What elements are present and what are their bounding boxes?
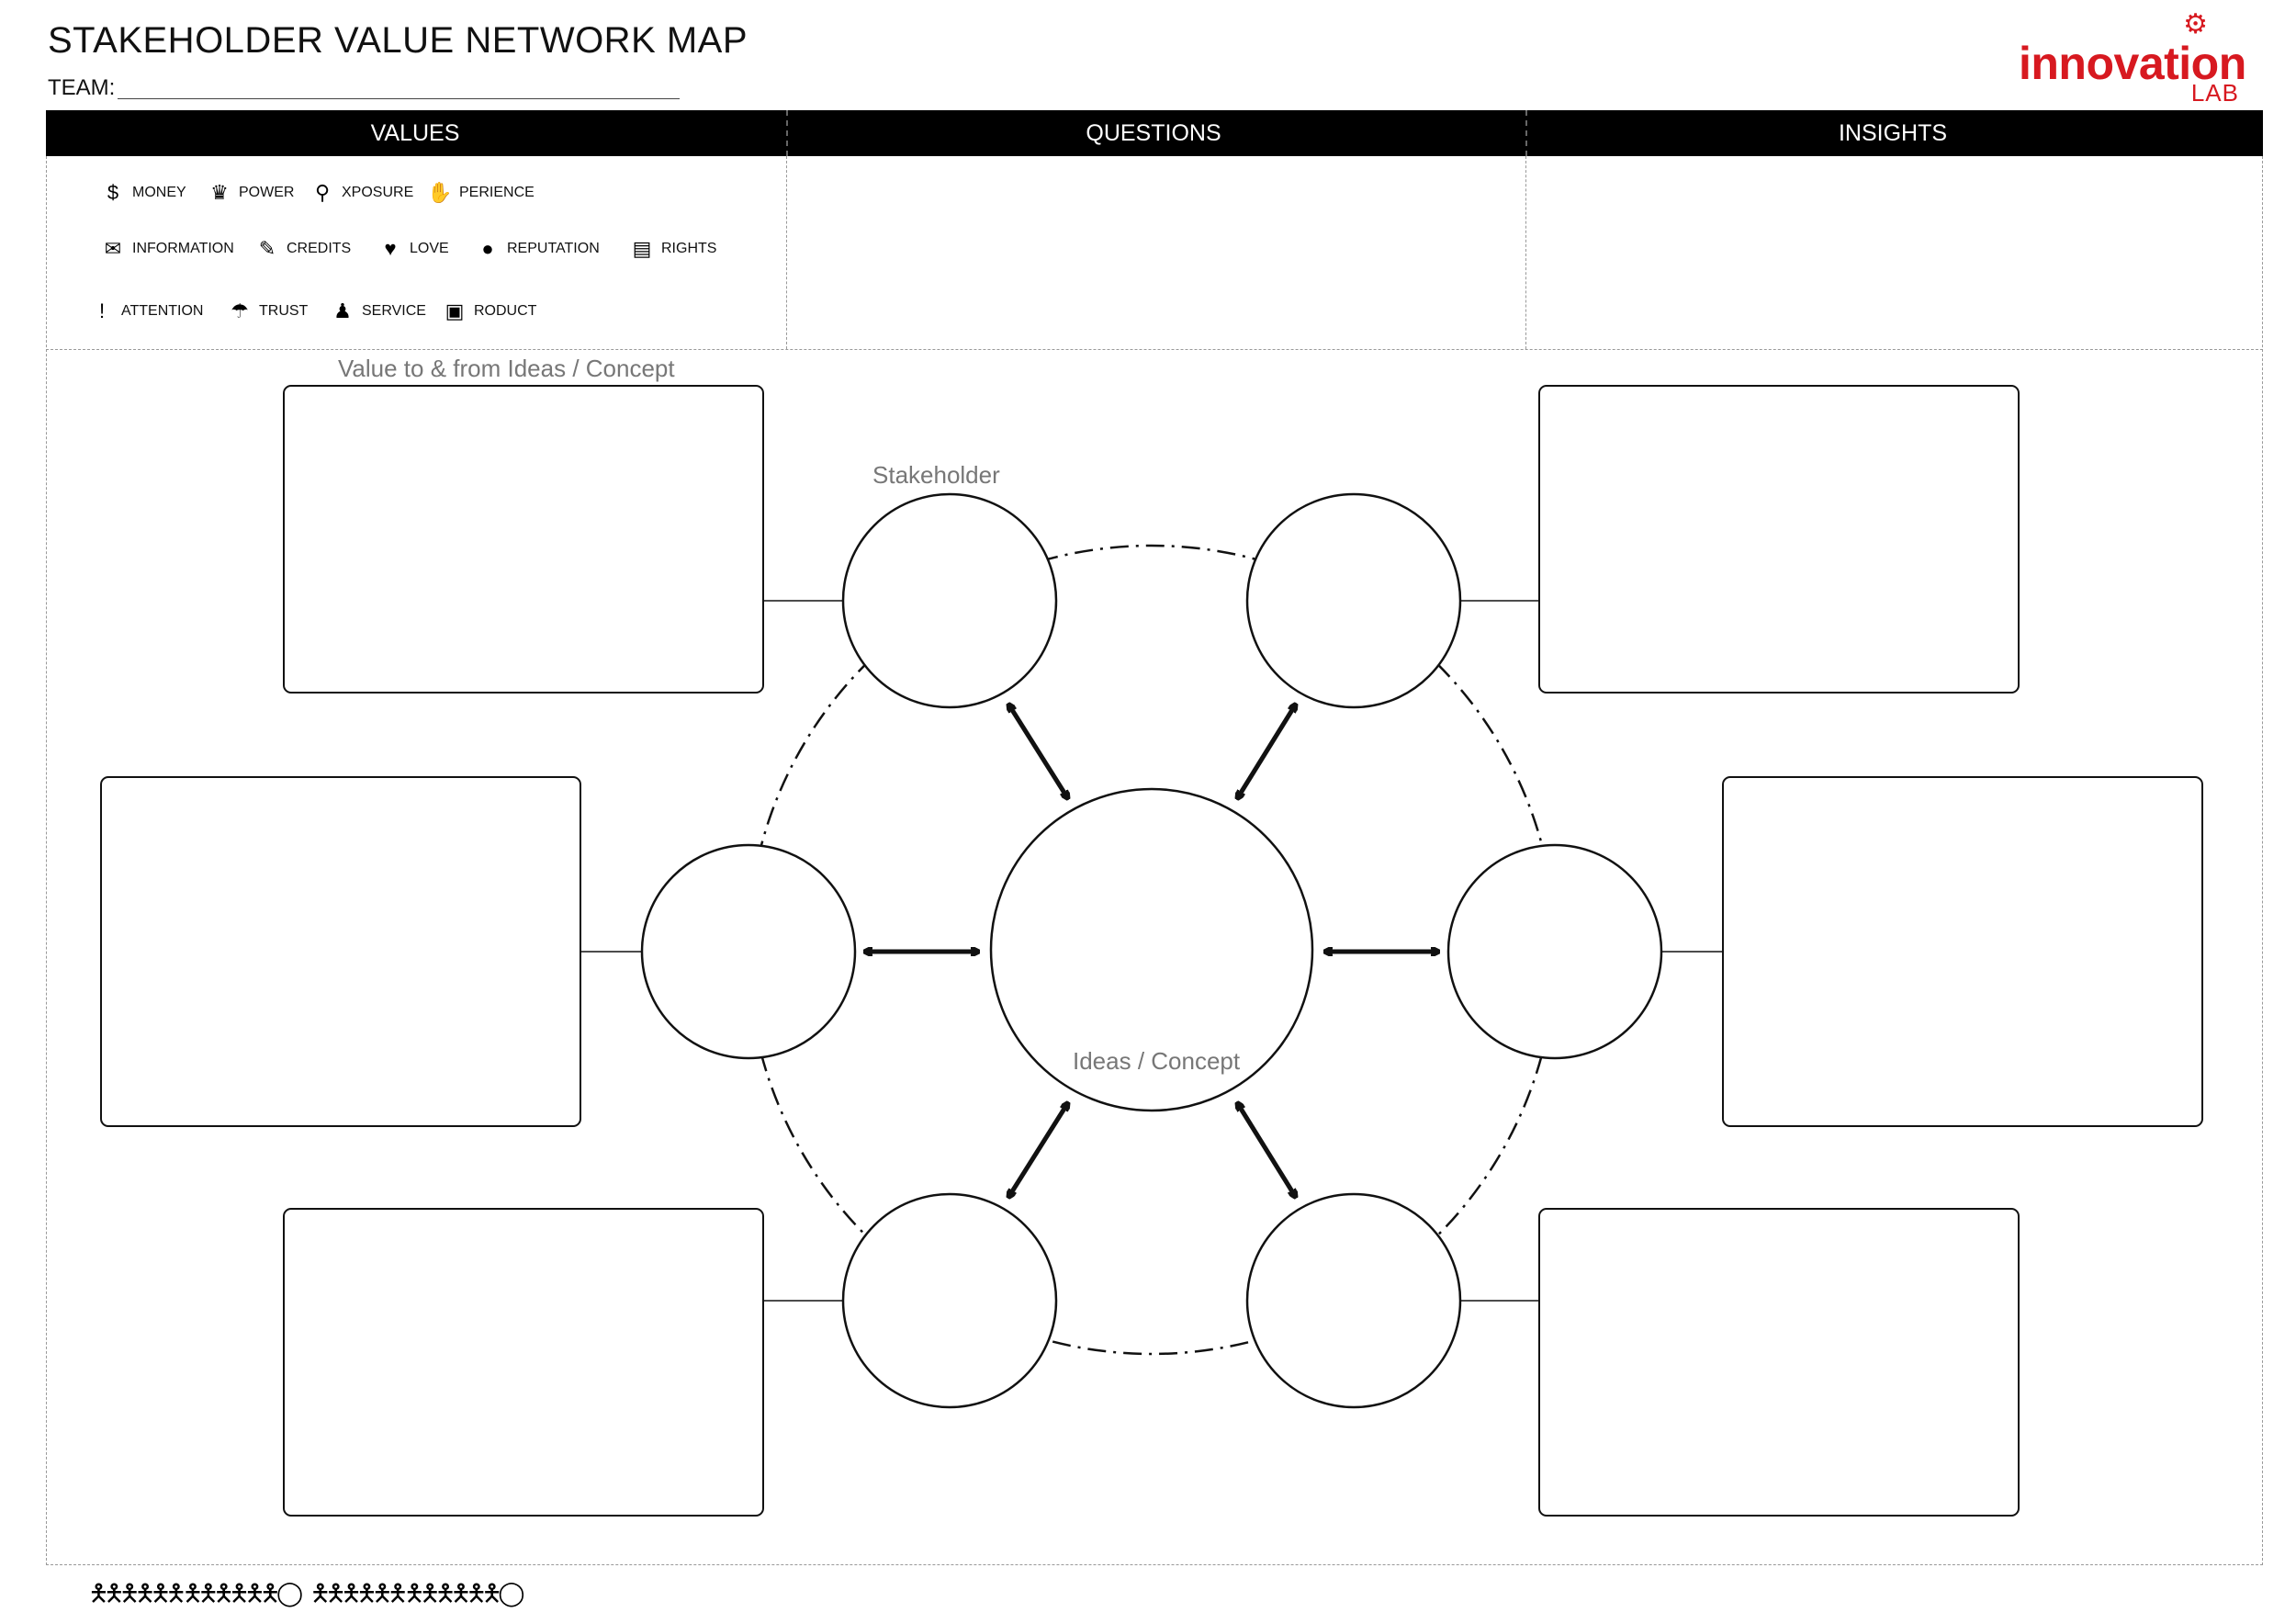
value-service: ♟SERVICE bbox=[327, 299, 426, 323]
product-icon: ▣ bbox=[445, 299, 465, 322]
double-arrow bbox=[1009, 705, 1067, 797]
info-section-divider bbox=[46, 349, 2263, 350]
rights-icon: ▤ bbox=[632, 237, 652, 260]
value-love: ♥LOVE bbox=[375, 237, 448, 261]
love-icon: ♥ bbox=[384, 237, 397, 260]
value-box-bottom-right[interactable] bbox=[1538, 1208, 2020, 1517]
double-arrow bbox=[1009, 1104, 1067, 1196]
reputation-icon: ● bbox=[481, 237, 494, 260]
value-money: $MONEY bbox=[97, 181, 186, 205]
double-arrow bbox=[1238, 705, 1295, 797]
power-icon: ♛ bbox=[210, 181, 229, 204]
trust-icon: ☂ bbox=[231, 299, 249, 322]
value-rights: ▤RIGHTS bbox=[626, 237, 717, 261]
stakeholder-circle[interactable] bbox=[1245, 492, 1462, 709]
exposure-icon: ⚲ bbox=[314, 181, 331, 204]
value-box-top-right[interactable] bbox=[1538, 385, 2020, 694]
stakeholder-label: Stakeholder bbox=[872, 461, 1000, 489]
people-group-icon: 🯅🯅🯅🯅🯅🯅 🯅🯅🯅🯅🯅🯅 bbox=[88, 1579, 281, 1607]
information-icon: ✉ bbox=[104, 237, 122, 260]
column-divider bbox=[786, 156, 787, 349]
column-divider bbox=[1525, 156, 1526, 349]
experience-icon: ✋ bbox=[427, 181, 453, 204]
stakeholder-circle[interactable] bbox=[841, 1192, 1058, 1409]
logo-sub: LAB bbox=[2190, 79, 2239, 107]
stakeholder-circle[interactable] bbox=[1245, 1192, 1462, 1409]
page-title: STAKEHOLDER VALUE NETWORK MAP bbox=[48, 20, 748, 61]
people-group-icon: 🯅🯅🯅🯅🯅🯅 🯅🯅🯅🯅🯅🯅 bbox=[310, 1579, 502, 1607]
stakeholder-circle[interactable] bbox=[1446, 843, 1663, 1060]
column-header-insights: INSIGHTS bbox=[1838, 120, 1948, 146]
double-arrow bbox=[1238, 1104, 1295, 1196]
value-box-mid-left[interactable] bbox=[100, 776, 581, 1127]
value-box-bottom-left[interactable] bbox=[283, 1208, 764, 1517]
team-label: TEAM: bbox=[48, 75, 116, 100]
value-box-mid-right[interactable] bbox=[1722, 776, 2203, 1127]
value-credits: ✎CREDITS bbox=[252, 237, 351, 261]
ideas-concept-label: Ideas / Concept bbox=[1073, 1047, 1241, 1075]
stakeholder-circle[interactable] bbox=[841, 492, 1058, 709]
header-divider bbox=[1525, 110, 1527, 156]
column-header-questions: QUESTIONS bbox=[1086, 120, 1221, 146]
ideas-concept-circle[interactable] bbox=[989, 787, 1314, 1112]
lightbulb-icon: ◯ bbox=[498, 1579, 525, 1607]
value-box-top-left[interactable] bbox=[283, 385, 764, 694]
gear-icon: ⚙ bbox=[2183, 9, 2208, 39]
team-input-line[interactable] bbox=[118, 98, 680, 99]
box-caption: Value to & from Ideas / Concept bbox=[338, 355, 675, 382]
header-divider bbox=[786, 110, 788, 156]
value-attention: !ATTENTION bbox=[86, 299, 204, 323]
lightbulb-icon: ◯ bbox=[276, 1579, 310, 1607]
value-reputation: ●REPUTATION bbox=[472, 237, 599, 261]
credits-icon: ✎ bbox=[258, 237, 276, 260]
logo-wordmark: innovation bbox=[2019, 38, 2246, 89]
value-product: ▣RODUCT bbox=[439, 299, 537, 323]
innovation-lab-logo: ⚙ innovation LAB bbox=[2019, 11, 2267, 107]
column-header-bar: VALUES QUESTIONS INSIGHTS bbox=[46, 110, 2263, 156]
value-power: ♛POWER bbox=[204, 181, 294, 205]
stakeholder-circle[interactable] bbox=[640, 843, 857, 1060]
service-icon: ♟ bbox=[333, 299, 352, 322]
attention-icon: ! bbox=[98, 299, 106, 322]
column-header-values: VALUES bbox=[370, 120, 460, 146]
value-trust: ☂TRUST bbox=[224, 299, 308, 323]
footer-icon-strip: 🯅🯅🯅🯅🯅🯅 🯅🯅🯅🯅🯅🯅 ◯ 🯅🯅🯅🯅🯅🯅 🯅🯅🯅🯅🯅🯅 ◯ bbox=[88, 1576, 525, 1617]
value-information: ✉INFORMATION bbox=[97, 237, 234, 261]
money-icon: $ bbox=[107, 181, 119, 204]
value-experience: ✋PERIENCE bbox=[424, 181, 535, 205]
value-exposure: ⚲XPOSURE bbox=[307, 181, 413, 205]
